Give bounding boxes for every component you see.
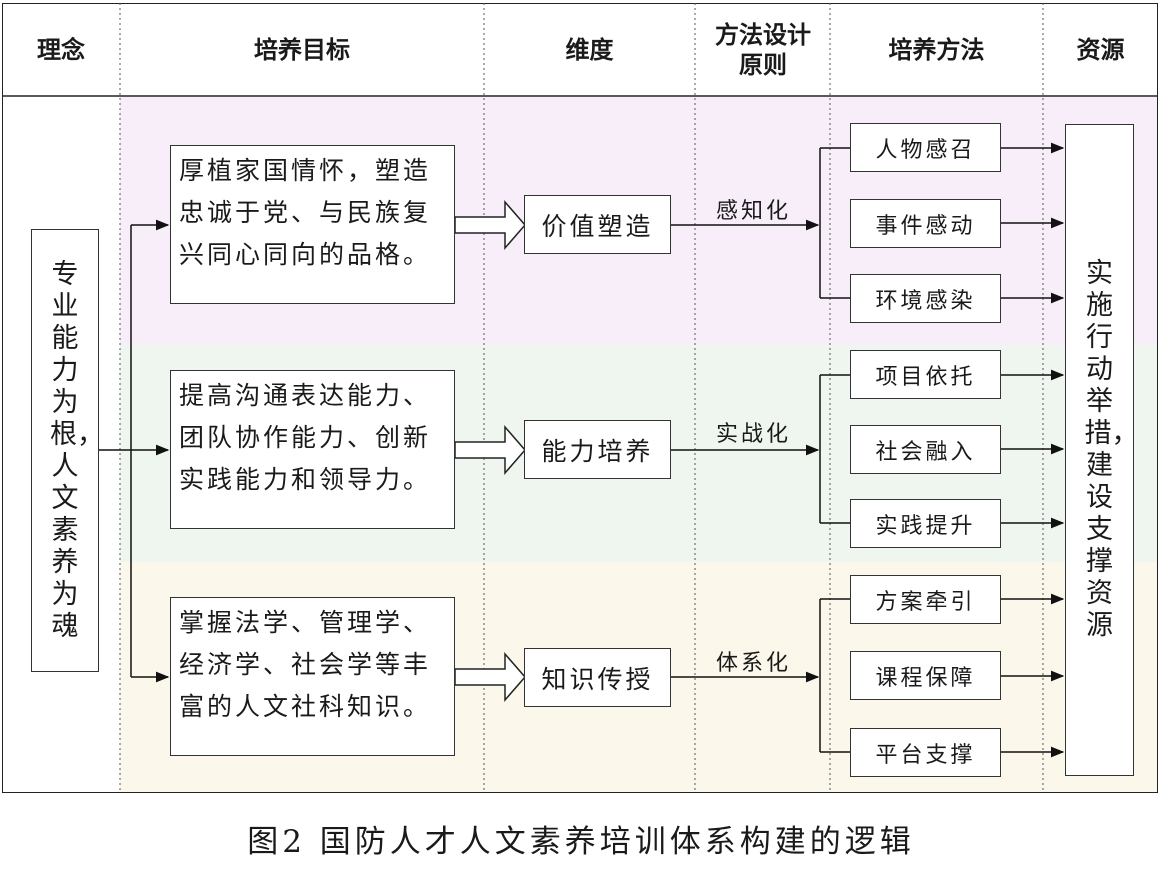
hollow-arrow (454, 199, 526, 251)
header-dimension: 维度 (565, 35, 614, 64)
method-box: 人物感召 (850, 123, 1001, 172)
hollow-arrow (454, 651, 526, 703)
diagram-frame (2, 3, 1158, 793)
method-box: 环境感染 (850, 274, 1001, 323)
concept-text: 专业能力为根，人文素养为魂 (50, 258, 104, 642)
goal-box-value: 厚植家国情怀，塑造忠诚于党、与民族复兴同心同向的品格。 (170, 145, 455, 304)
header-method: 培养方法 (888, 35, 985, 64)
header-goal: 培养目标 (254, 35, 350, 64)
method-box: 事件感动 (850, 199, 1001, 248)
method-box: 课程保障 (850, 651, 1001, 700)
resource-text: 实施行动举措，建设支撑资源 (1084, 258, 1139, 641)
principle-label-knowledge: 体系化 (716, 651, 792, 676)
goal-box-ability: 提高沟通表达能力、团队协作能力、创新实践能力和领导力。 (170, 370, 455, 529)
method-box: 项目依托 (850, 350, 1001, 399)
header-concept: 理念 (37, 35, 85, 64)
method-box: 方案牵引 (850, 575, 1001, 624)
principle-label-value: 感知化 (716, 199, 792, 224)
header-principle: 方法设计原则 (715, 20, 811, 79)
method-box: 实践提升 (850, 499, 1001, 548)
goal-box-knowledge: 掌握法学、管理学、经济学、社会学等丰富的人文社科知识。 (170, 597, 455, 756)
concept-box: 专业能力为根，人文素养为魂 (31, 229, 104, 672)
dimension-box-value: 价值塑造 (524, 195, 671, 254)
hollow-arrow (454, 424, 526, 476)
figure-caption: 图2 国防人才人文素养培训体系构建的逻辑 (247, 824, 915, 860)
dimension-box-knowledge: 知识传授 (524, 648, 671, 707)
dimension-box-ability: 能力培养 (524, 420, 671, 479)
principle-label-ability: 实战化 (716, 422, 792, 447)
resource-box: 实施行动举措，建设支撑资源 (1065, 124, 1139, 776)
method-box: 社会融入 (850, 425, 1001, 474)
method-box: 平台支撑 (850, 728, 1001, 777)
header-resource: 资源 (1076, 35, 1125, 64)
